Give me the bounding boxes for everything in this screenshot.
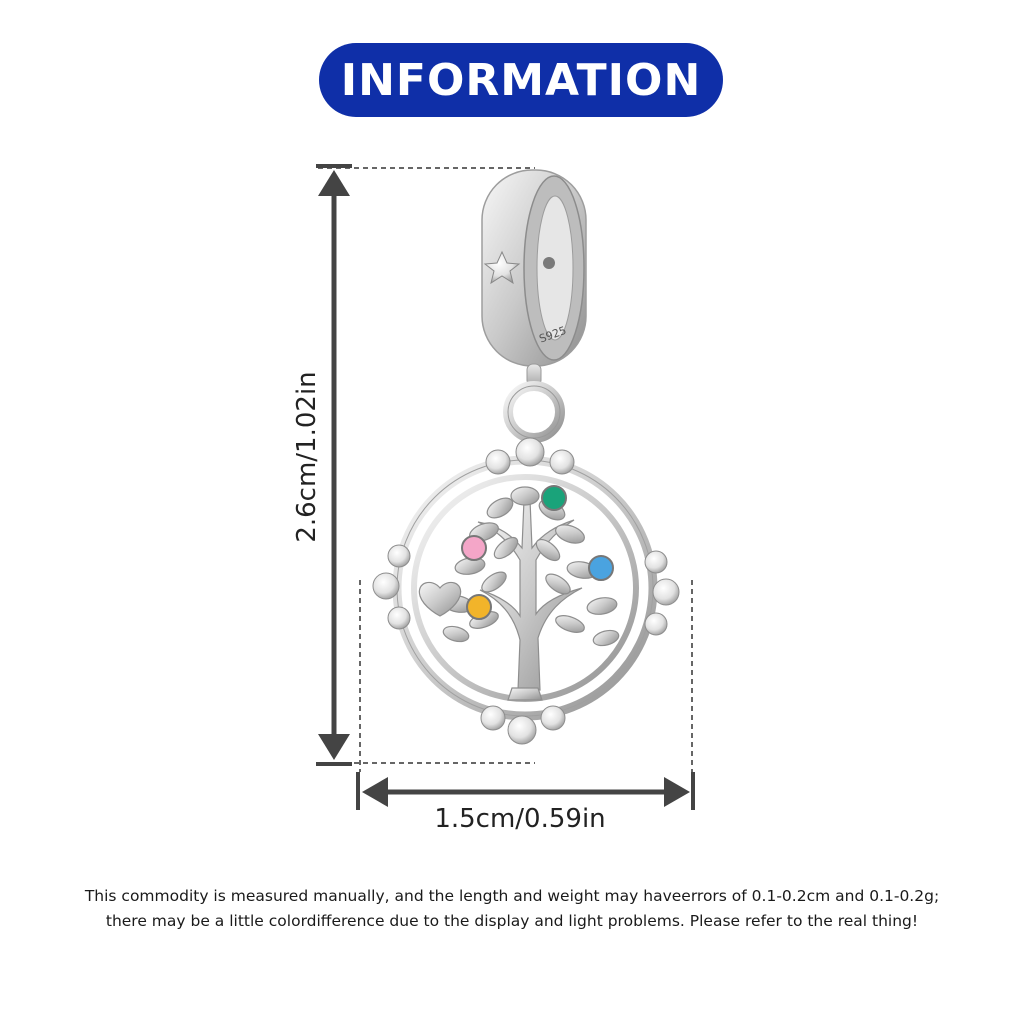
height-arrow-down	[318, 734, 350, 760]
star-gem	[483, 250, 521, 285]
charm-bead: S925	[481, 169, 587, 367]
title-banner: INFORMATION	[319, 43, 723, 117]
height-label: 2.6cm/1.02in	[292, 371, 322, 543]
width-arrow-right	[664, 777, 690, 807]
disclaimer-line-1: This commodity is measured manually, and…	[84, 887, 940, 905]
disclaimer-note: This commodity is measured manually, and…	[40, 884, 984, 934]
connector-loop	[503, 363, 565, 443]
stone-clusters	[372, 437, 680, 745]
height-dimension	[316, 164, 535, 766]
title-text: INFORMATION	[340, 54, 702, 106]
colored-gems	[461, 485, 614, 620]
yellow-gem	[466, 594, 492, 620]
height-arrow-up	[318, 170, 350, 196]
width-dimension	[356, 580, 695, 810]
green-gem	[541, 485, 567, 511]
pink-gem	[461, 535, 487, 561]
heart-charm	[418, 581, 462, 617]
width-arrow-left	[362, 777, 388, 807]
disclaimer-line-2: there may be a little colordifference du…	[105, 912, 919, 930]
blue-gem	[588, 555, 614, 581]
width-label: 1.5cm/0.59in	[434, 804, 606, 834]
